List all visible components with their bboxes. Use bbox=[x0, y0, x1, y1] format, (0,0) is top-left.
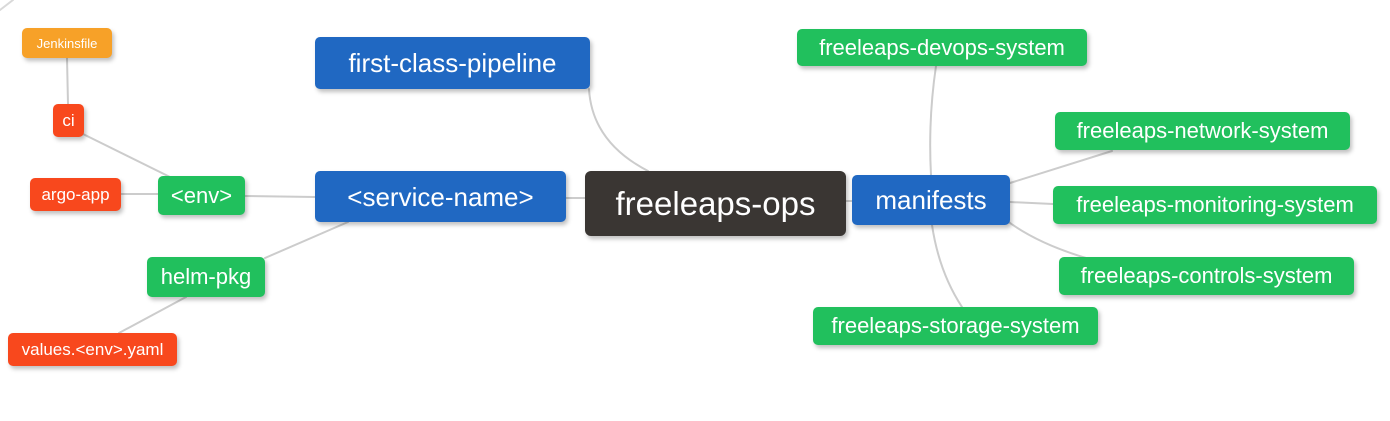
connector-manifests-to-freeleaps-storage-system bbox=[931, 224, 963, 308]
connector-offscreen-to-top-left-corner bbox=[0, 0, 14, 11]
connector-first-class-pipeline-to-freeleaps-ops bbox=[588, 88, 649, 172]
connector-manifests-to-freeleaps-controls-system bbox=[1005, 219, 1087, 259]
connector-values-env-yaml-to-helm-pkg bbox=[118, 296, 187, 334]
connector-manifests-to-freeleaps-network-system bbox=[1009, 150, 1113, 184]
connector-env-to-service-name bbox=[244, 195, 316, 198]
mindmap-node-freeleaps-devops-system[interactable]: freeleaps-devops-system bbox=[797, 29, 1087, 66]
mindmap-node-first-class-pipeline[interactable]: first-class-pipeline bbox=[315, 37, 590, 89]
connector-freeleaps-devops-system-to-manifests bbox=[929, 65, 937, 176]
connector-helm-pkg-to-service-name bbox=[264, 221, 349, 259]
mindmap-node-helm-pkg[interactable]: helm-pkg bbox=[147, 257, 265, 297]
mindmap-node-argo-app[interactable]: argo-app bbox=[30, 178, 121, 211]
mindmap-node-freeleaps-ops[interactable]: freeleaps-ops bbox=[585, 171, 846, 236]
mindmap-node-freeleaps-controls-system[interactable]: freeleaps-controls-system bbox=[1059, 257, 1354, 295]
mindmap-node-ci[interactable]: ci bbox=[53, 104, 84, 137]
connector-ci-to-env bbox=[82, 133, 173, 179]
mindmap-node-env[interactable]: <env> bbox=[158, 176, 245, 215]
connector-manifests-to-freeleaps-monitoring-system bbox=[1009, 201, 1054, 205]
mindmap-node-service-name[interactable]: <service-name> bbox=[315, 171, 566, 222]
mindmap-node-values-env-yaml[interactable]: values.<env>.yaml bbox=[8, 333, 177, 366]
mindmap-node-jenkinsfile[interactable]: Jenkinsfile bbox=[22, 28, 112, 58]
connector-jenkinsfile-to-ci bbox=[66, 57, 69, 105]
mindmap-node-freeleaps-network-system[interactable]: freeleaps-network-system bbox=[1055, 112, 1350, 150]
mindmap-node-freeleaps-storage-system[interactable]: freeleaps-storage-system bbox=[813, 307, 1098, 345]
mindmap-node-freeleaps-monitoring-system[interactable]: freeleaps-monitoring-system bbox=[1053, 186, 1377, 224]
mindmap-node-manifests[interactable]: manifests bbox=[852, 175, 1010, 225]
